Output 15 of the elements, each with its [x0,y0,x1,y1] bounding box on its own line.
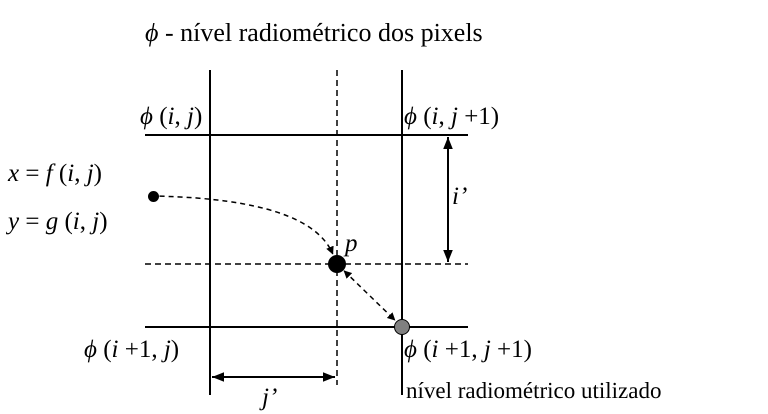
dashed-arrow [344,270,396,321]
point [328,255,346,273]
title: ϕ - nível radiométrico dos pixels [145,18,483,48]
formula: y = g (i, j) [8,208,108,236]
formula: x = f (i, j) [8,160,102,188]
sample-point [394,319,410,335]
point-label: nível radiométrico utilizado [406,378,662,404]
pixel-value-label: ϕ (i +1, j +1) [404,336,532,364]
dashed-arrow [159,195,334,255]
pixel-value-label: ϕ (i +1, j) [84,336,180,364]
pixel-value-label: ϕ (i, j) [140,103,202,130]
dimension-label: i’ [452,183,468,210]
pixel-value-label: ϕ (i, j +1) [404,103,500,130]
point-label: p [345,230,358,258]
point [148,190,158,202]
